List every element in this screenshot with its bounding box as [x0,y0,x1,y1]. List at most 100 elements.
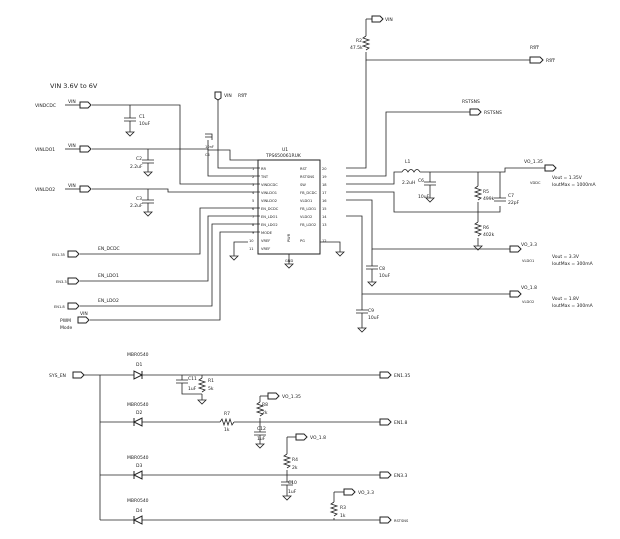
c8-value: 10uF [379,273,391,279]
ic-right-num-19: 19 [322,175,327,179]
input-range-note: VIN 3.6V to 6V [50,82,98,90]
ic-left-num-8: 8 [252,223,255,227]
d4-ref: D4 [136,508,142,514]
ic-left-pin-7: EN_LDO1 [261,215,278,219]
vo33-seq: VO_3.3 [358,490,374,496]
ic-left-pin-10: VREF [261,239,270,243]
c4-ref: C4 [205,153,211,157]
d4-part: MBR0540 [127,498,149,504]
c9-ref: C9 [368,308,374,314]
c1-value: 10uF [139,121,151,127]
en18-out: EN1.8 [394,420,408,426]
ic-left-num-10: 10 [249,239,254,243]
d3-ref: D3 [136,463,142,469]
ic-pwr-label: PWR [287,233,291,242]
ic-left-pin-8: EN_LDO2 [261,223,278,227]
r3-ref: R3 [340,505,346,511]
ic-right-pin-13: FB_LDO2 [300,223,316,227]
ic-left-num-2: 2 [252,175,254,179]
ic-left-num-4: 4 [252,191,255,195]
vo33-net: VO_3.3 [521,242,537,248]
c6-value: 10uF [418,194,430,200]
ic-left-num-5: 5 [252,199,254,203]
c8-ref: C8 [379,266,385,272]
c4-capacitor [205,133,260,161]
ic-ref: U1 [282,147,288,153]
ldo1-output [346,199,522,287]
en-dcdc-net: EN_DCDC [98,246,120,252]
vinldo1-label: VINLDO1 [35,147,55,153]
ic-right-pin-14: VLDO2 [300,215,312,219]
input-rails [65,101,260,217]
ic-left-pin-11: VREF [261,247,270,251]
c3-value: 2.2uF [130,203,143,209]
mode-label: Mode [60,325,72,331]
ic-left-pin-2: TNT [260,175,269,179]
vo135-net: VO_1.35 [524,159,543,165]
c1-ref: C1 [139,114,145,120]
ic-right-pin-19: RSTSNS [300,175,315,179]
ic-right-num-18: 18 [322,183,327,187]
vin-rst-label: VIN [224,93,232,99]
rstsns-out: RSTSNS [394,519,409,523]
ic-right-pin-16: VLDO1 [300,199,312,203]
ic-left-num-3: 3 [252,183,254,187]
ic-ground-pins [229,241,345,269]
ic-right-num-12: 12 [322,239,327,243]
vin-label-2: VIN [68,143,76,149]
d3-part: MBR0540 [127,455,149,461]
ic-right-pin-18: SW [300,183,306,187]
ic-right-num-17: 17 [322,191,327,195]
d2-part: MBR0540 [127,402,149,408]
r2-pullup-branch [346,15,544,169]
vin-label-3: VIN [68,183,76,189]
vo18-seq: VO_1.8 [310,435,326,441]
c10-ref: C10 [288,480,297,486]
r8-value: 2k [262,410,268,416]
ic-left-num-6: 6 [252,207,255,211]
c11-ref: C11 [188,376,197,382]
d2-ref: D2 [136,410,142,416]
ic-right-pin-20: RST [300,167,308,171]
ic-part: TPS650061RUK [265,153,302,159]
ic-left-pin-1: RR [261,167,266,171]
l1-value: 2.2uH [402,180,415,186]
vin-top-label: VIN [385,17,393,23]
vinldo2-label: VINLDO2 [35,187,55,193]
r6-ref: R6 [483,225,489,231]
r7-value: 1k [224,427,230,433]
en135-out: EN1.35 [394,373,410,379]
c7-ref: C7 [508,193,514,199]
ic-right-num-20: 20 [322,167,327,171]
r5-value: 499k [483,196,495,202]
dcdc-output-stage [346,164,557,251]
ic-left-num-11: 11 [249,247,254,251]
vo135-spec1: Vout = 1.35V [552,175,583,181]
vo135-spec2: IoutMax = 1000mA [552,182,596,188]
c12-ref: C12 [257,426,266,432]
vo33-port: VLDO1 [522,259,534,263]
ic-right-num-13: 13 [322,223,327,227]
r4-ref: R4 [292,457,298,463]
en-ldo1-net: EN_LDO1 [98,273,119,279]
vo33-spec1: Vout = 3.3V [552,254,580,260]
c11-value: 1uF [188,386,197,392]
vin-label-1: VIN [68,99,76,105]
ic-right-num-14: 14 [322,215,327,219]
vo18-spec2: IoutMax = 300mA [552,303,594,309]
c7-value: 22pF [508,200,520,206]
vo18-net: VO_1.8 [521,285,537,291]
vin-label-pwm: VIN [80,311,88,317]
rst-out-label: RST [546,58,555,64]
rstsns-label: RSTSNS [484,110,502,116]
ic-left-num-9: 9 [252,231,255,235]
ic-left-num-7: 7 [252,215,254,219]
r5-ref: R5 [483,189,489,195]
r6-value: 402k [483,232,495,238]
r4-value: 2k [292,465,298,471]
c3-ref: C3 [136,196,142,202]
ic-left-pin-4: VINLDO1 [261,191,277,195]
sequencer-network [72,370,392,525]
vo18-port: VLDO2 [522,300,534,304]
